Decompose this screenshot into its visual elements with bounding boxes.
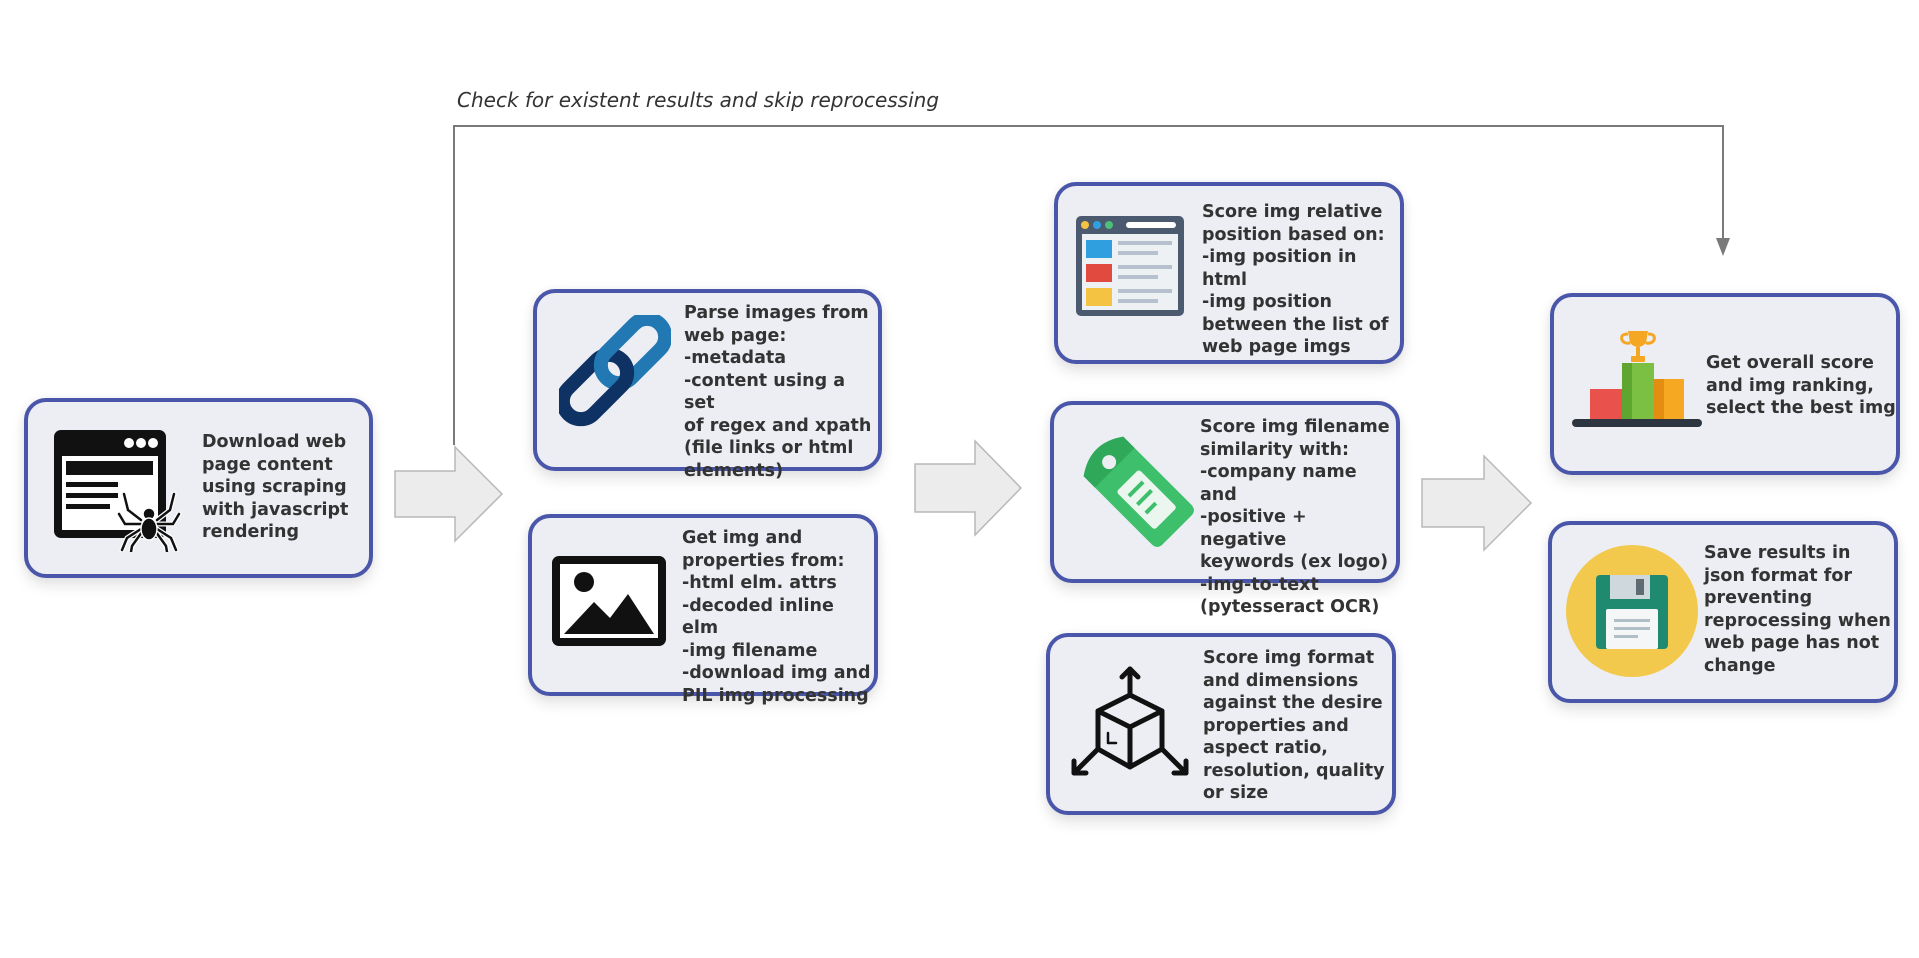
score-filename-step-card: Score img filename similarity with: -com… [1050,401,1400,617]
image-icon [552,556,666,650]
link-chain-icon [555,311,673,431]
flow-arrow-2 [914,439,1023,537]
score-format-step-card: Score img format and dimensions against … [1046,633,1396,815]
podium-trophy-icon [1570,329,1704,437]
loop-line [453,125,1724,445]
parse-images-step-card: Parse images from web page: -metadata -c… [533,289,882,481]
score-position-step-card: Score img relative position based on: -i… [1054,182,1404,364]
flow-arrow-3 [1421,454,1533,552]
webpage-layout-icon [1074,214,1186,322]
parse-images-step-text: Parse images from web page: -metadata -c… [684,303,872,481]
flow-arrow-1 [394,445,504,543]
score-filename-step-text: Score img filename similarity with: -com… [1200,417,1390,617]
img-properties-step-text: Get img and properties from: -html elm. … [682,528,871,706]
download-step-card: Download web page content using scraping… [24,398,373,578]
cube-dimensions-icon [1064,663,1196,791]
img-properties-step-card: Get img and properties from: -html elm. … [528,514,878,706]
save-results-step-card: Save results in json format for preventi… [1548,521,1898,703]
loop-arrowhead [1716,238,1730,256]
floppy-disk-icon [1566,545,1698,681]
tag-icon [1078,429,1196,555]
score-position-step-text: Score img relative position based on: -i… [1202,202,1389,357]
web-scraper-spider-icon [52,428,182,556]
score-format-step-text: Score img format and dimensions against … [1203,648,1385,803]
overall-score-step-text: Get overall score and img ranking, selec… [1706,353,1896,418]
loop-caption: Check for existent results and skip repr… [457,88,940,112]
save-results-step-text: Save results in json format for preventi… [1704,543,1891,676]
overall-score-step-card: Get overall score and img ranking, selec… [1550,293,1900,475]
download-step-text: Download web page content using scraping… [202,432,349,542]
